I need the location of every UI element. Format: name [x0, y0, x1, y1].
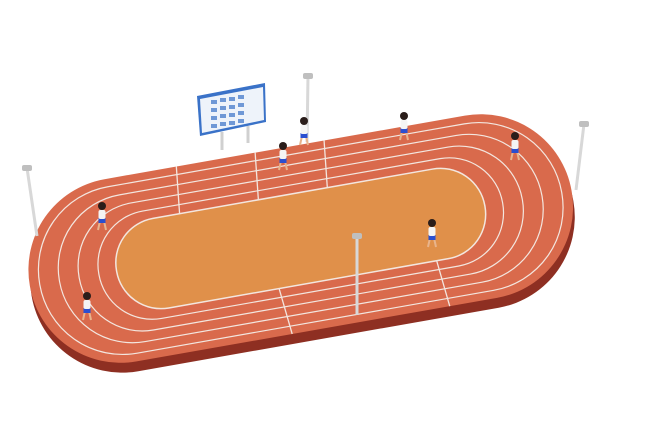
runners: [82, 112, 520, 321]
lamp-icon: [579, 121, 589, 127]
lamp-icon: [303, 73, 313, 79]
runner-figure: [278, 142, 288, 171]
lamp-icon: [352, 233, 362, 239]
lane-line: [57, 133, 544, 344]
floodlight-pole: [574, 121, 589, 191]
runner-figure: [510, 132, 520, 161]
floodlights: [22, 73, 589, 315]
runner-figure: [427, 219, 437, 248]
floodlight-pole: [22, 165, 39, 237]
lane-line: [97, 157, 505, 320]
lane-line: [77, 145, 524, 332]
track: [28, 114, 575, 373]
start-lines: [175, 140, 451, 335]
runner-figure: [299, 117, 309, 146]
scoreboard: [197, 83, 266, 150]
floodlight-pole: [352, 233, 362, 315]
runner-figure: [399, 112, 409, 141]
runner-figure: [97, 202, 107, 231]
infield: [115, 167, 487, 310]
lamp-icon: [22, 165, 32, 171]
runner-figure: [82, 292, 92, 321]
